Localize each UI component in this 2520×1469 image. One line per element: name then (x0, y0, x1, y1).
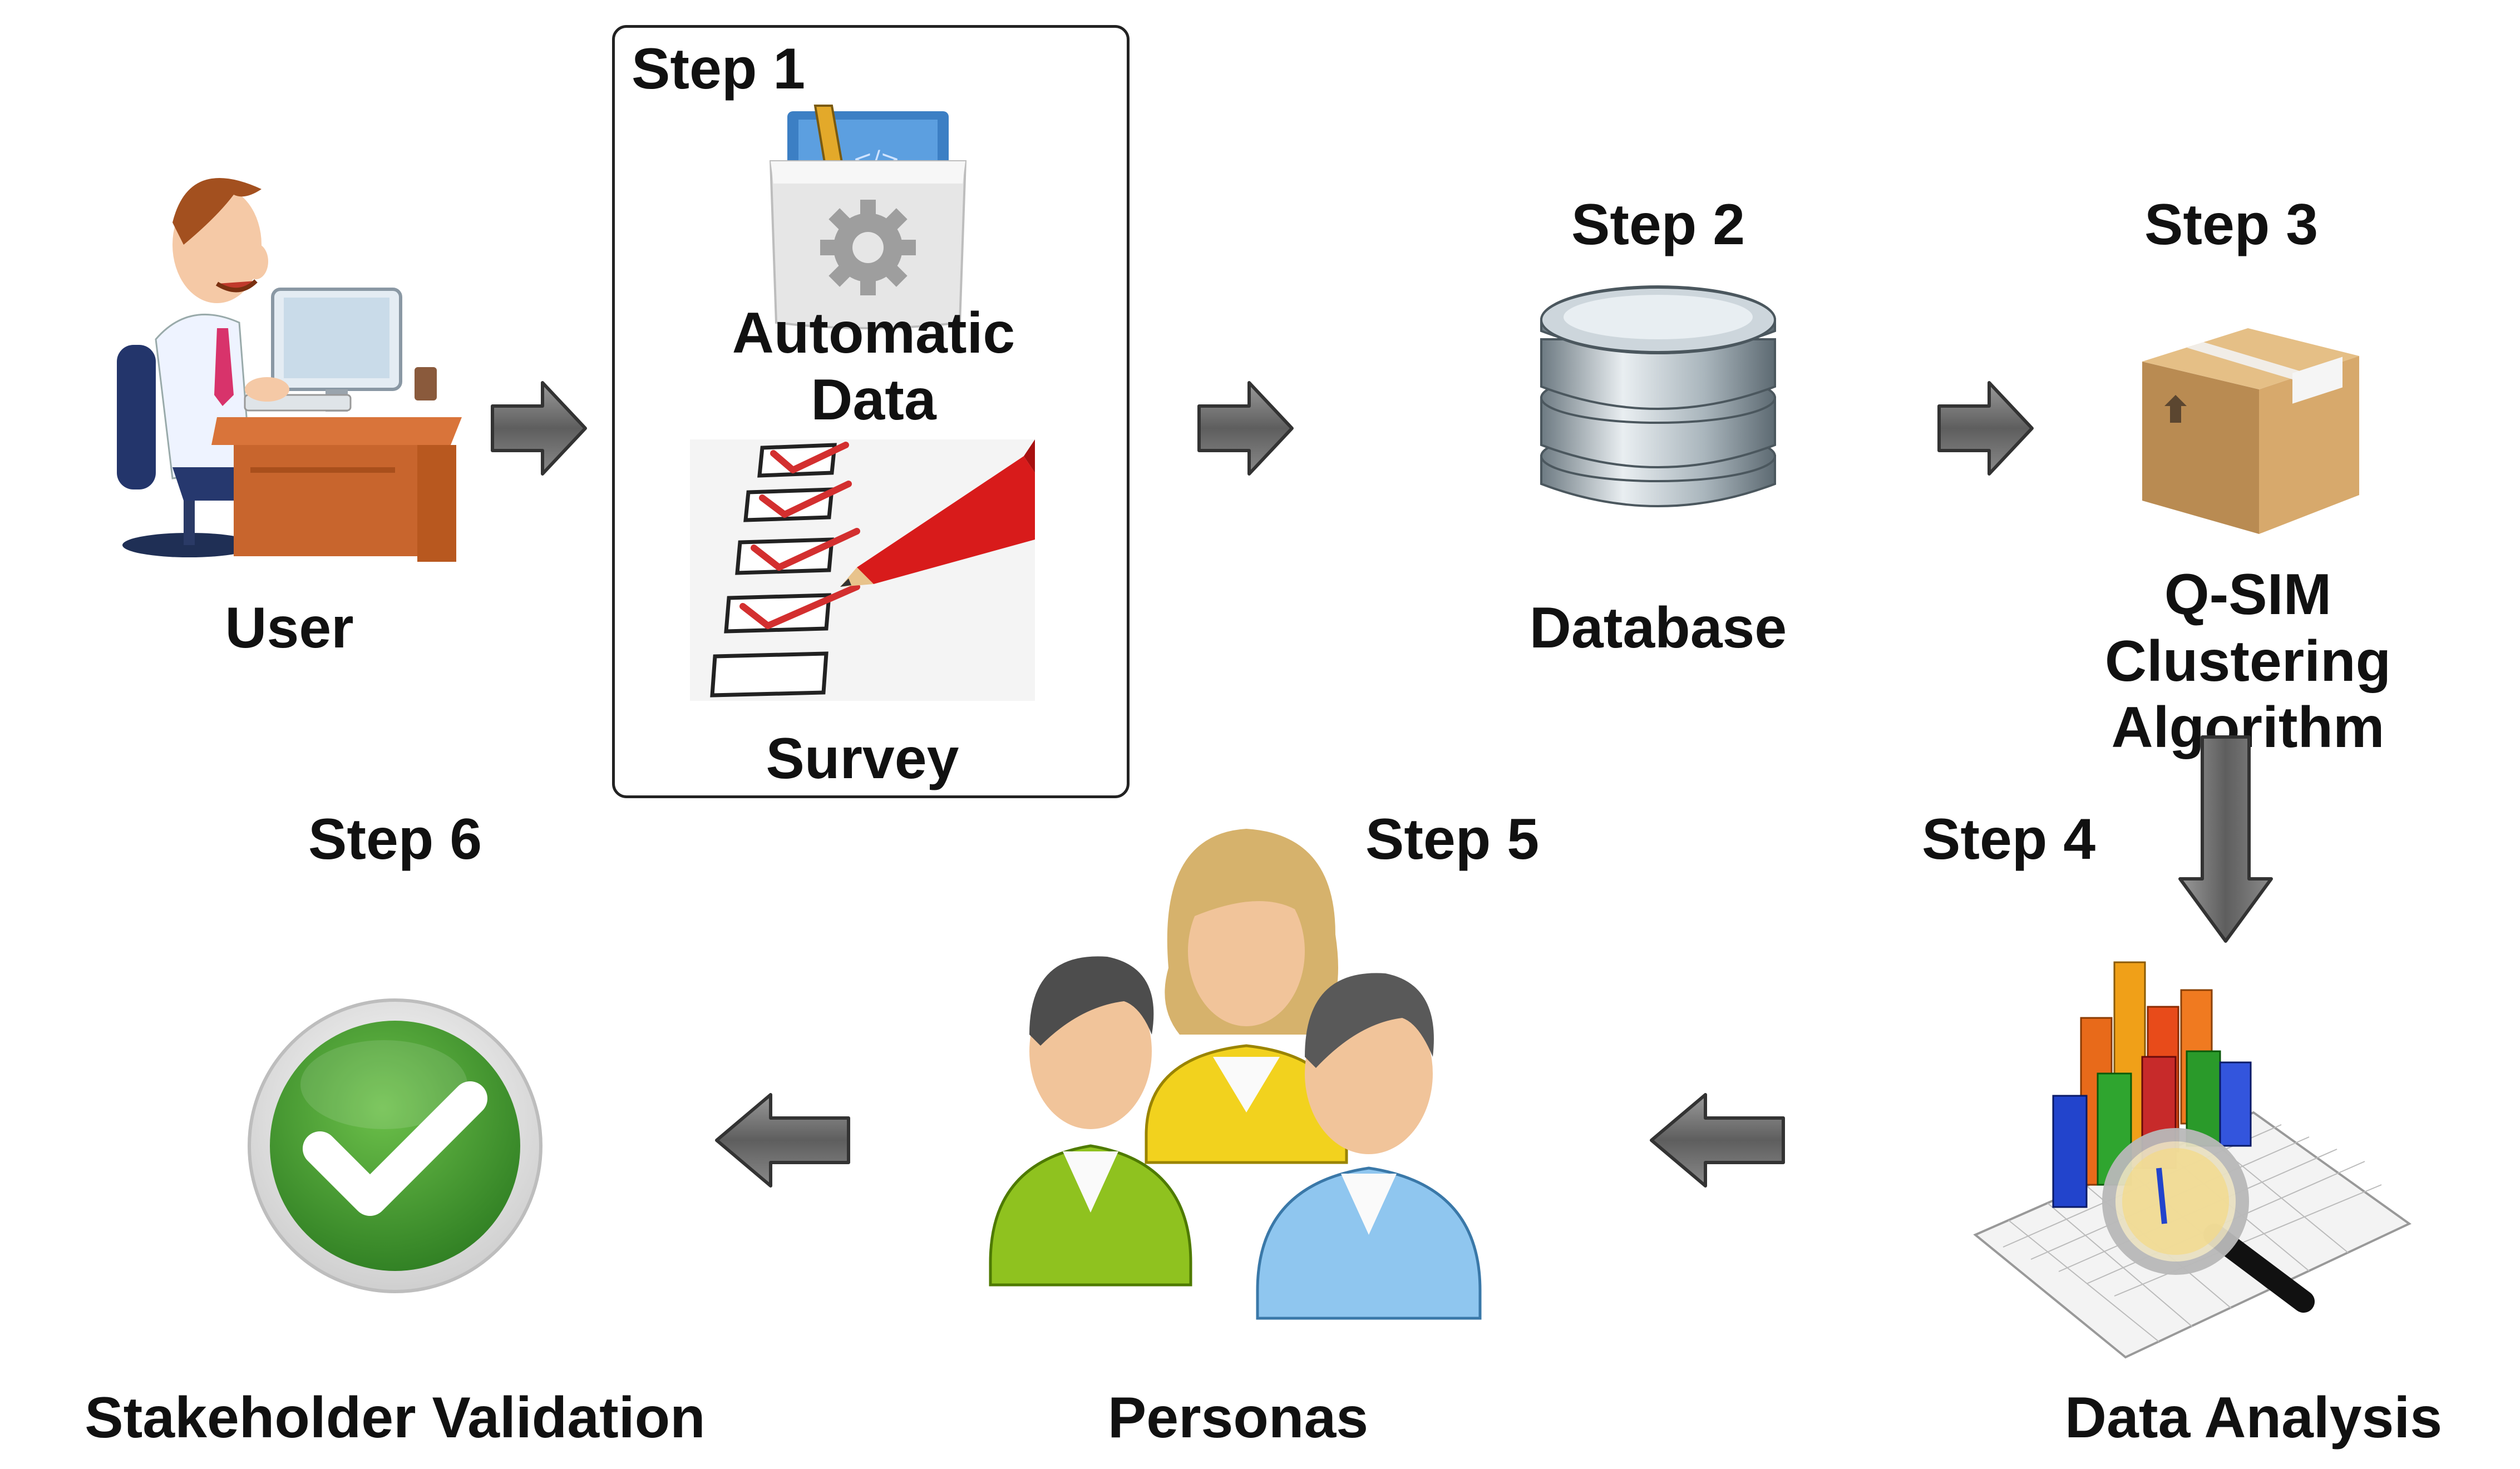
arrow-left-icon (1647, 1090, 1786, 1190)
step1-title: Step 1 (632, 37, 806, 101)
step2-title: Step 2 (1571, 192, 1745, 257)
data-analysis-chart-icon (1942, 946, 2415, 1368)
user-label: User (225, 596, 354, 660)
arrow-down-icon (2176, 734, 2276, 946)
step6-title: Step 6 (308, 807, 482, 872)
personas-group-icon (979, 823, 1508, 1324)
arrow-right-icon (490, 378, 590, 478)
data-analysis-label: Data Analysis (2064, 1386, 2443, 1450)
arrow-left-icon (712, 1090, 851, 1190)
step1-box: Step 1 </> (612, 25, 1130, 798)
personas-label: Personas (1107, 1386, 1369, 1450)
database-icon (1530, 278, 1786, 523)
software-package-icon: </> (765, 100, 971, 334)
step3-title: Step 3 (2144, 192, 2319, 257)
qsim-clustering-label: Q-SIM Clustering Algorithm (2104, 562, 2391, 760)
cardboard-box-icon (2131, 317, 2365, 540)
step5-title: Step 5 (1365, 807, 1540, 872)
database-label: Database (1529, 596, 1787, 660)
survey-checklist-icon (690, 439, 1035, 701)
arrow-right-icon (1196, 378, 1296, 478)
user-at-desk-icon (106, 156, 473, 578)
step4-title: Step 4 (1921, 807, 2096, 872)
stakeholder-validation-label: Stakeholder Validation (85, 1386, 706, 1450)
arrow-right-icon (1936, 378, 2036, 478)
survey-label: Survey (766, 726, 959, 791)
checkmark-icon (245, 996, 545, 1296)
